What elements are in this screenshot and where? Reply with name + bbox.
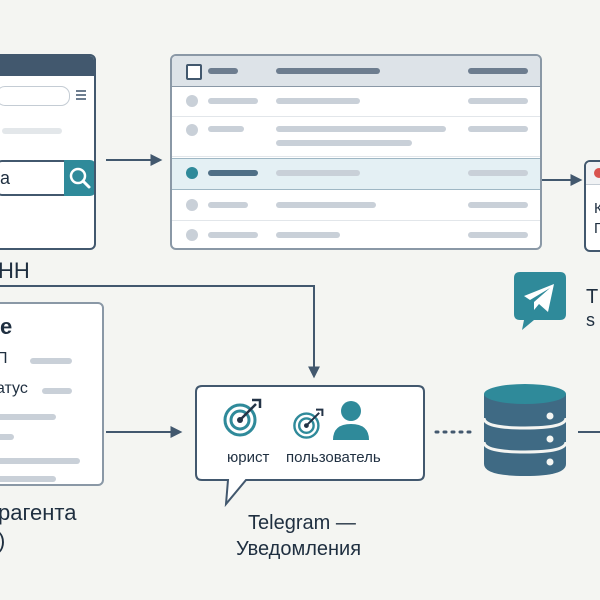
table-row[interactable] [172, 116, 540, 157]
result-card: К П [584, 160, 600, 252]
profile-caption-line1: рагента [0, 500, 77, 525]
table-row[interactable] [172, 220, 540, 248]
table-header [172, 56, 540, 87]
role-lawyer-label: юрист [227, 449, 270, 466]
table-row-highlighted[interactable] [172, 158, 540, 190]
user-icon [333, 401, 369, 440]
telegram-label-line2: s [586, 310, 595, 330]
table-panel [170, 54, 542, 250]
target-icon [293, 408, 324, 439]
profile-field1: П [0, 350, 8, 368]
select-all-checkbox[interactable] [186, 64, 202, 80]
profile-title: е [0, 314, 13, 339]
result-card-line2: П [594, 220, 600, 237]
address-bar[interactable] [0, 86, 70, 106]
arrow-to-notification [0, 285, 320, 379]
result-card-line1: К [594, 200, 600, 217]
table-row[interactable] [172, 86, 540, 117]
telegram-label-line1: Т [586, 286, 599, 308]
search-input-value: а [0, 168, 11, 188]
database-icon [482, 384, 568, 476]
telegram-badge[interactable] [508, 270, 572, 332]
menu-icon[interactable] [76, 90, 86, 100]
role-user-label: пользователь [286, 449, 381, 466]
target-icon [223, 398, 262, 437]
search-panel-header [0, 56, 94, 76]
notification-caption-line2: Уведомления [236, 538, 362, 560]
profile-field2: атус [0, 380, 28, 397]
profile-card: е П атус [0, 302, 104, 486]
telegram-icon [514, 272, 566, 330]
close-dot-icon [594, 168, 600, 178]
notification-caption-line1: Telegram — [248, 512, 356, 534]
search-panel: а [0, 54, 96, 250]
search-caption: НН [0, 258, 30, 283]
profile-caption-line2: ) [0, 528, 5, 554]
search-icon [69, 167, 91, 189]
search-input[interactable]: а [0, 160, 64, 196]
search-button[interactable] [64, 160, 94, 196]
table-row[interactable] [172, 190, 540, 221]
